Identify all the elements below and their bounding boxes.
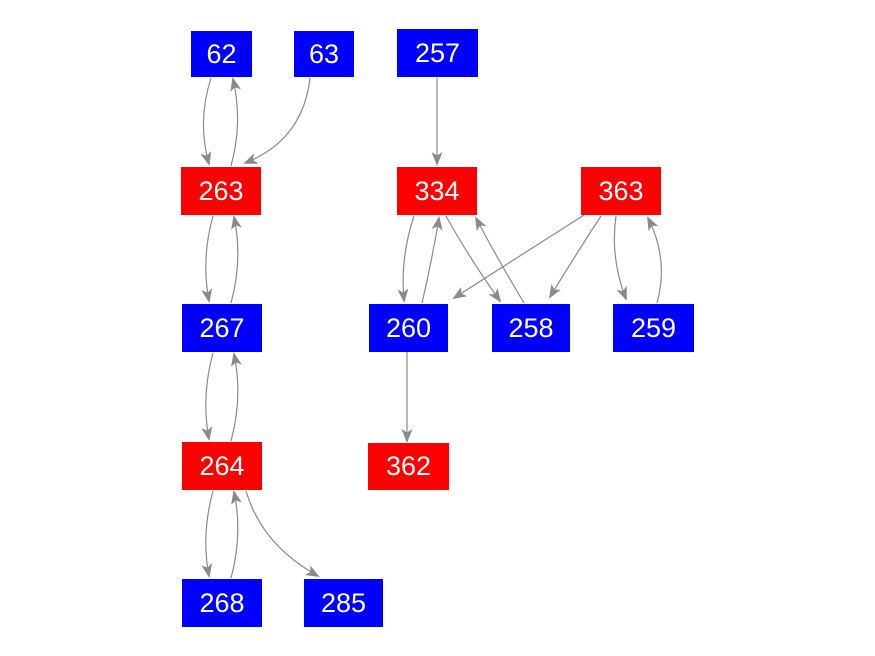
edge-62-263 (200, 77, 212, 166)
edge-267-263 (230, 215, 242, 304)
node-257: 257 (397, 29, 478, 77)
node-260: 260 (369, 304, 448, 352)
node-285: 285 (304, 579, 383, 627)
edge-258-334 (475, 216, 525, 304)
edge-334-258 (445, 215, 502, 303)
edge-260-334 (421, 216, 443, 304)
edge-263-62 (230, 77, 242, 167)
node-258: 258 (492, 304, 570, 352)
edge-363-258 (548, 215, 602, 299)
edge-363-260 (452, 214, 585, 300)
node-267: 267 (182, 304, 262, 352)
node-63: 63 (294, 31, 354, 77)
edge-63-263 (243, 77, 311, 164)
edges-group (200, 77, 662, 579)
node-264: 264 (182, 442, 262, 490)
node-62: 62 (191, 31, 252, 77)
edge-264-268 (201, 490, 214, 578)
edge-267-264 (201, 352, 214, 441)
edge-268-264 (230, 490, 242, 579)
node-263: 263 (181, 167, 261, 215)
edge-334-260 (397, 215, 415, 303)
edge-363-259 (613, 215, 627, 301)
edge-264-267 (230, 352, 242, 442)
edge-259-363 (647, 216, 662, 304)
node-268: 268 (182, 579, 262, 627)
node-259: 259 (613, 304, 694, 352)
node-363: 363 (581, 167, 661, 215)
edge-264-285 (245, 490, 320, 577)
edge-263-267 (201, 215, 214, 303)
node-362: 362 (368, 443, 449, 490)
node-334: 334 (397, 167, 477, 215)
